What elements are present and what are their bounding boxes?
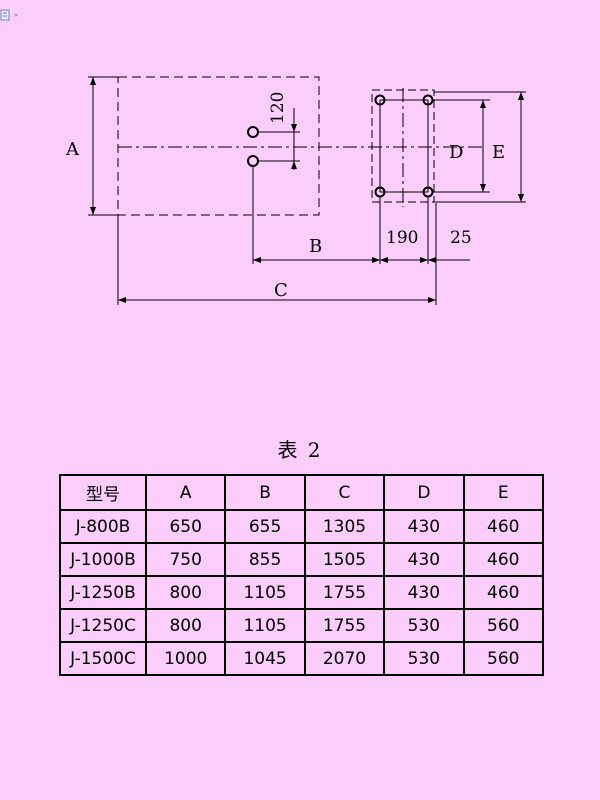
cell-d: 530 [383, 608, 465, 643]
table-row: J-1500C 1000 1045 2070 530 560 [59, 641, 545, 676]
cell-model: J-1500C [59, 641, 147, 676]
label-d: D [449, 142, 463, 163]
cell-a: 800 [144, 575, 227, 610]
header-a: A [144, 474, 227, 511]
cell-e: 460 [462, 509, 545, 544]
cell-d: 430 [383, 542, 465, 577]
bolt-hole [422, 94, 434, 106]
mount-hole [247, 126, 259, 138]
label-25: 25 [450, 228, 472, 248]
label-190: 190 [386, 228, 418, 248]
table-row: J-1250C 800 1105 1755 530 560 [59, 608, 545, 643]
label-a: A [65, 139, 80, 160]
table-caption: 表 2 [277, 438, 323, 462]
label-b: B [309, 236, 322, 257]
dimension-drawing: A 120 D E B 190 25 C [65, 76, 526, 305]
cell-e: 460 [462, 542, 545, 577]
label-120: 120 [268, 92, 288, 124]
header-d: D [383, 474, 465, 511]
cell-a: 750 [144, 542, 227, 577]
cell-e: 560 [462, 608, 545, 643]
bolt-hole [374, 186, 386, 198]
cell-d: 530 [383, 641, 465, 676]
table-row: J-1250B 800 1105 1755 430 460 [59, 575, 545, 610]
cell-d: 430 [383, 509, 465, 544]
bolt-hole [374, 94, 386, 106]
table-header-row: 型号 A B C D E [59, 474, 545, 511]
cell-d: 430 [383, 575, 465, 610]
header-e: E [462, 474, 545, 511]
table-row: J-800B 650 655 1305 430 460 [59, 509, 545, 544]
cell-model: J-1000B [59, 542, 147, 577]
header-c: C [303, 474, 386, 511]
cell-c: 2070 [303, 641, 386, 676]
spec-table: 型号 A B C D E J-800B 650 655 1305 430 460… [59, 474, 545, 676]
cell-c: 1505 [303, 542, 386, 577]
mount-hole [247, 155, 259, 167]
cell-b: 1045 [224, 641, 306, 676]
label-e: E [492, 142, 505, 163]
cell-model: J-1250B [59, 575, 147, 610]
cell-a: 1000 [144, 641, 227, 676]
cell-b: 1105 [224, 575, 306, 610]
cell-model: J-1250C [59, 608, 147, 643]
cell-a: 800 [144, 608, 227, 643]
bolt-hole [422, 186, 434, 198]
cell-c: 1755 [303, 575, 386, 610]
cell-e: 460 [462, 575, 545, 610]
cell-c: 1305 [303, 509, 386, 544]
cell-a: 650 [144, 509, 227, 544]
cell-e: 560 [462, 641, 545, 676]
frame-outline [117, 76, 320, 216]
header-model: 型号 [59, 474, 147, 511]
label-c: C [274, 280, 288, 301]
cell-model: J-800B [59, 509, 147, 544]
cell-c: 1755 [303, 608, 386, 643]
cell-b: 855 [224, 542, 306, 577]
cell-b: 655 [224, 509, 306, 544]
cell-b: 1105 [224, 608, 306, 643]
header-b: B [224, 474, 306, 511]
table-row: J-1000B 750 855 1505 430 460 [59, 542, 545, 577]
document-icon [0, 9, 18, 21]
